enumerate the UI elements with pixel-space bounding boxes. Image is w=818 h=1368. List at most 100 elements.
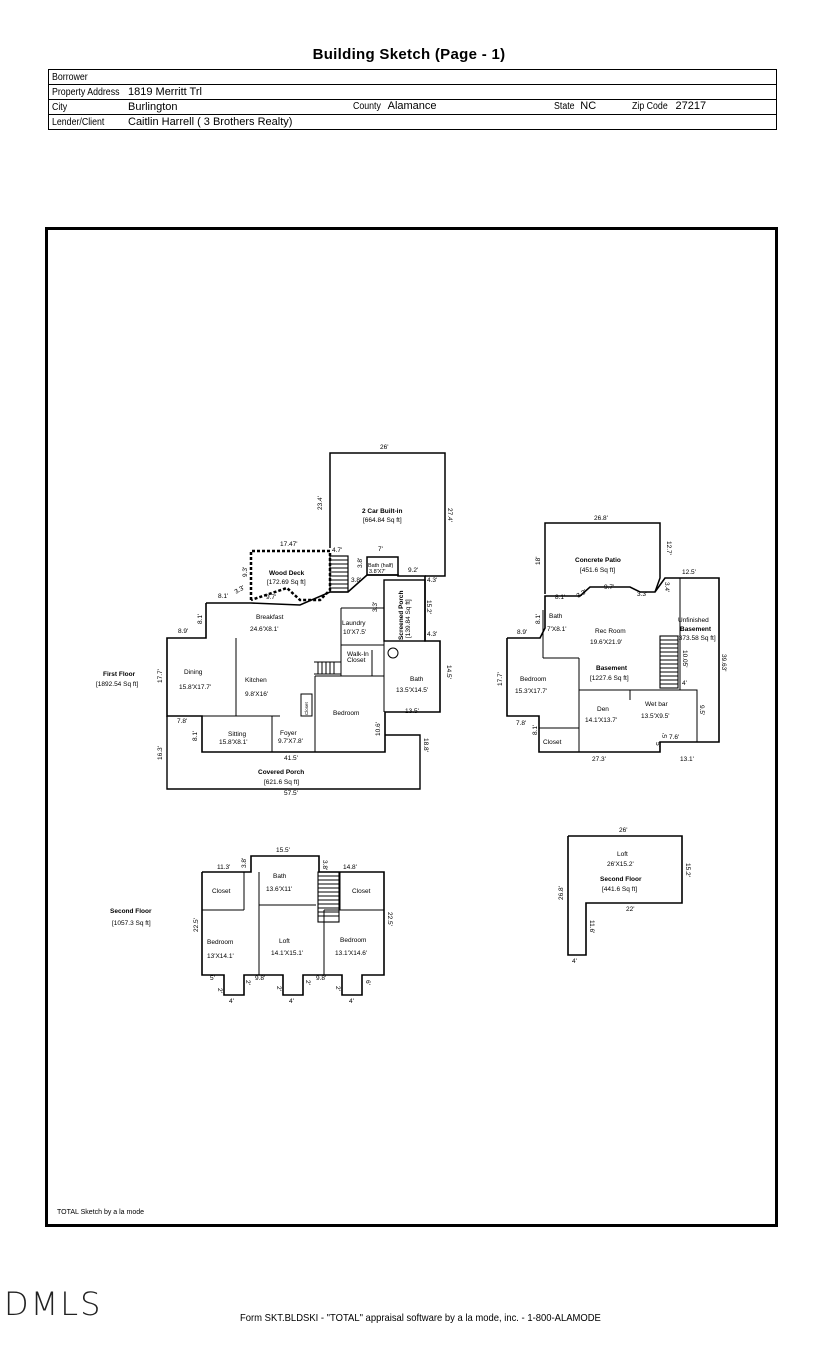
basement-label: Basement: [596, 665, 628, 672]
sf-loft-size: 14.1'X15.1': [271, 950, 303, 957]
dim-patio-c: 3.4': [663, 582, 670, 592]
dim-ff-c: 8.1': [197, 614, 204, 624]
rec-room-size: 19.6'X21.9': [590, 639, 622, 646]
dim-ff-h: 10.6': [375, 722, 382, 736]
bathhalf-label: Bath (half): [368, 563, 394, 569]
second-floor-area: [1057.3 Sq ft]: [112, 920, 151, 927]
den-size: 14.1'X13.7': [585, 717, 617, 724]
sf-closet-left-label: Closet: [212, 888, 231, 895]
walkin-label: Walk-In: [347, 651, 369, 658]
dmls-logo: DMLS: [4, 1285, 103, 1323]
dim-bsmt-h: 12.5': [682, 569, 696, 576]
dim-sf-h: 2': [216, 988, 223, 993]
foyer-size: 9.7'X7.8': [278, 738, 303, 745]
dim-patio-a: 9.7': [604, 584, 614, 591]
wetbar-label: Wet bar: [645, 701, 668, 708]
dim-deck-d: 9.7': [266, 594, 276, 601]
dim-loft-b: 4': [572, 958, 577, 965]
sf-bedroom1-label: Bedroom: [207, 939, 233, 946]
county-value: Alamance: [387, 100, 437, 112]
bsmt-bath-size: 7'X8.1': [547, 626, 566, 633]
dim-patio-l: 18': [535, 557, 542, 565]
dim-sf-f: 9.8': [316, 975, 326, 982]
dim-loft-m: 22': [626, 906, 634, 913]
second-floor-plan: 15.5' 11.3' 3.8' 3.8' 14.8' 22.5' 22.5' …: [110, 847, 393, 1005]
sf-closet-right-label: Closet: [352, 888, 371, 895]
dim-sf-n: 4': [229, 998, 234, 1005]
interior-stairs: [314, 661, 342, 675]
walkin-label-2: Closet: [347, 657, 366, 664]
sf-loft-label: Loft: [279, 938, 290, 945]
dim-sf-r: 22.5': [386, 912, 393, 926]
dim-patio-top: 26.8': [594, 515, 608, 522]
state-value: NC: [580, 100, 597, 112]
dim-ff-l: 3.3': [234, 585, 246, 596]
second-floor-label: Second Floor: [110, 908, 152, 915]
dim-laundry: 3.3': [372, 602, 379, 612]
garage-label: 2 Car Built-in: [362, 508, 402, 515]
sitting-label: Sitting: [228, 731, 246, 738]
kitchen-size: 9.8'X16': [245, 691, 268, 698]
dim-sf-b: 3.8': [241, 858, 248, 868]
dim-sf-i: 2': [244, 980, 251, 985]
address-label: Property Address: [52, 87, 120, 98]
bath-label: Bath: [410, 676, 424, 683]
dim-bsmt-c: 17.7': [497, 672, 504, 686]
breakfast-label: Breakfast: [256, 614, 284, 621]
screened-porch-label: Screened Porch: [398, 590, 405, 640]
covered-porch-label: Covered Porch: [258, 769, 304, 776]
dim-ff-i: 13.5': [405, 708, 419, 715]
dim-bsmt-n: 5': [662, 733, 669, 738]
foyer-label: Foyer: [280, 730, 297, 737]
deck-stairs: [329, 555, 349, 593]
loft-area: [441.6 Sq ft]: [602, 886, 637, 893]
dim-bsmt-i: 39.63': [720, 654, 727, 672]
dim-bsmt-l: 7.6': [669, 734, 679, 741]
dim-screened-2: 4.3': [427, 631, 437, 638]
dim-ff-g: 41.5': [284, 755, 298, 762]
dining-size: 15.8'X17.7': [179, 684, 211, 691]
kitchen-label: Kitchen: [245, 677, 267, 684]
dim-sf-m: 2': [334, 986, 341, 991]
covered-porch-area: [621.6 Sq ft]: [264, 779, 299, 786]
sf-bedroom2-label: Bedroom: [340, 937, 366, 944]
zip-value: 27217: [675, 100, 707, 112]
page-title: Building Sketch (Page - 1): [312, 46, 506, 63]
bsmt-bedroom-label: Bedroom: [520, 676, 546, 683]
loft-plan: 26' 26.8' 15.2' 22' 11.6' 4' Loft 26'X15…: [558, 827, 691, 965]
basement-area: [1227.6 Sq ft]: [590, 675, 629, 682]
dim-loft-r: 15.2': [684, 863, 691, 877]
unfinished-area: [373.58 Sq ft]: [677, 635, 716, 642]
patio-label: Concrete Patio: [575, 557, 621, 564]
dim-bsmt-g: 13.1': [680, 756, 694, 763]
dim-bsmt-k: 9.5': [698, 705, 705, 715]
dim-patio-b2: 3.3': [637, 591, 647, 598]
dim-sf-e: 9.8': [255, 975, 265, 982]
deck-area: [172.69 Sq ft]: [267, 579, 306, 586]
dim-garage-right: 27.4': [446, 508, 453, 522]
unfinished-label: Unfinished: [678, 617, 709, 624]
dim-ff-f: 8.1': [192, 731, 199, 741]
second-floor-stairs: [317, 871, 340, 923]
bath-size: 13.5'X14.5': [396, 687, 428, 694]
dim-ff-d: 17.7': [157, 669, 164, 683]
dim-deck-top: 17.47': [280, 541, 298, 548]
dim-sf-p: 4': [349, 998, 354, 1005]
form-note: Form SKT.BLDSKI - "TOTAL" appraisal soft…: [240, 1312, 601, 1324]
sf-bedroom2-size: 13.1'X14.6': [335, 950, 367, 957]
dim-bsmt-a: 8.1': [555, 594, 565, 601]
loft-floor-label: Second Floor: [600, 876, 642, 883]
bsmt-closet-label: Closet: [543, 739, 562, 746]
county-label: County: [353, 101, 381, 112]
bsmt-bedroom-size: 15.3'X17.7': [515, 688, 547, 695]
sketch-frame: [45, 227, 778, 1227]
dim-garage-left: 23.4': [317, 496, 324, 510]
dim-bsmt-d: 7.8': [516, 720, 526, 727]
small-closet-label: Closet: [304, 701, 309, 715]
dim-loft-n: 11.6': [588, 920, 595, 933]
patio-area: [451.6 Sq ft]: [580, 567, 615, 574]
dim-bsmt-m: 4': [682, 680, 687, 687]
dim-screened-1: 15.2': [425, 600, 432, 614]
